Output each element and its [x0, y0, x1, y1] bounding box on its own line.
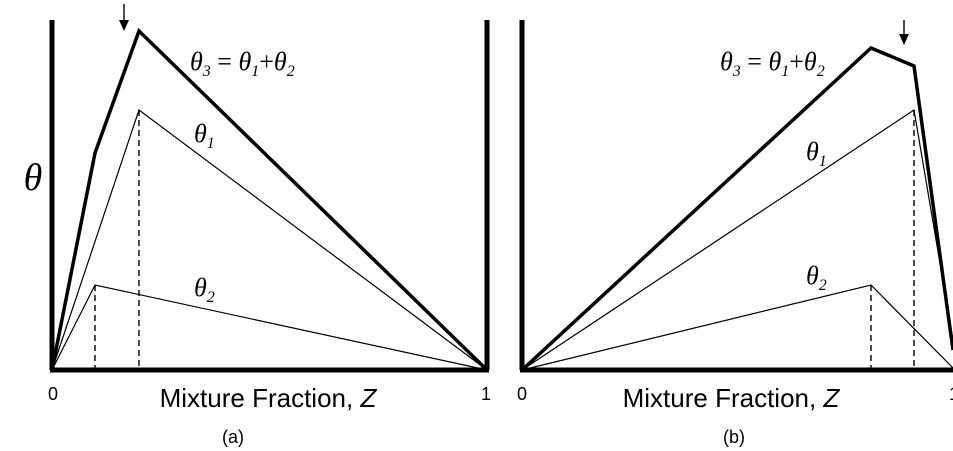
- y-axis-symbol: θ: [24, 157, 43, 199]
- panel-b-tick-0: 0: [517, 384, 527, 404]
- panel-b-theta2-label: θ2: [806, 261, 827, 294]
- panel-b-tick-1: 1: [949, 384, 953, 404]
- panel-a-tick-1: 1: [481, 384, 491, 404]
- panel-a-theta1-curve: [51, 109, 488, 371]
- panel-a-tick-0: 0: [48, 384, 58, 404]
- panel-a-theta2-curve: [51, 284, 488, 371]
- panel-b-theta3-label: θ3 = θ1+θ2: [720, 47, 825, 80]
- panel-b-theta2-curve: [521, 284, 953, 371]
- panel-b-peak-arrow: [899, 20, 909, 45]
- panel-b-theta1-label: θ1: [806, 137, 827, 170]
- panel-b-theta1-curve: [521, 108, 953, 371]
- panel-b-caption: (b): [723, 427, 745, 447]
- panel-a-theta2-label: θ2: [194, 273, 215, 306]
- panel-a-theta1-label: θ1: [194, 119, 215, 152]
- panel-a-x-axis-label: Mixture Fraction, Z: [160, 383, 378, 413]
- panel-a-theta3-curve: [50, 27, 489, 372]
- panel-b: θ3 = θ1+θ2 θ1 θ2 0 1 Mixture Fraction, Z…: [517, 20, 953, 447]
- panel-a: θ3 = θ1+θ2 θ1 θ2 0 1 Mixture Fraction, Z…: [48, 4, 491, 447]
- panel-b-x-axis-label: Mixture Fraction, Z: [623, 383, 841, 413]
- panel-a-theta3-label: θ3 = θ1+θ2: [190, 47, 295, 80]
- panel-a-peak-arrow: [119, 4, 129, 31]
- panel-a-caption: (a): [222, 427, 244, 447]
- panel-b-theta3-curve: [520, 45, 953, 372]
